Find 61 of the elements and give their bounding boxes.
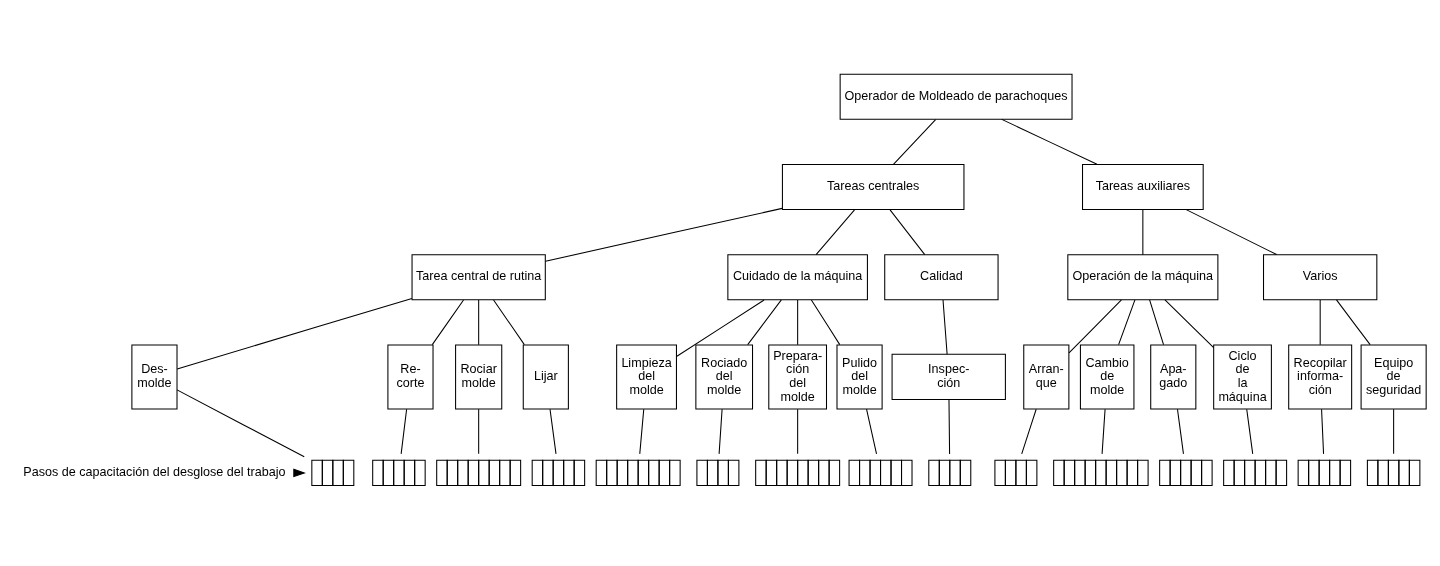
connector	[549, 408, 557, 455]
connector	[1335, 299, 1371, 346]
node-box: Rociado del molde	[695, 344, 754, 410]
connector	[1319, 299, 1321, 346]
node-box: Tareas centrales	[781, 163, 965, 211]
connector	[747, 299, 782, 346]
node-box: Rociar molde	[455, 344, 503, 410]
connector	[676, 299, 765, 357]
node-box: Re- corte	[387, 344, 434, 410]
connector	[1321, 408, 1325, 455]
node-box: Equipo de seguridad	[1360, 344, 1427, 410]
connector	[1001, 118, 1098, 165]
connector	[718, 408, 723, 455]
connector	[892, 119, 937, 165]
connector	[1142, 209, 1144, 256]
connector	[866, 408, 878, 455]
node-box: Lijar	[522, 344, 569, 410]
node-box: Apa- gado	[1150, 344, 1197, 410]
connector	[797, 299, 799, 346]
connector	[948, 399, 951, 455]
connector	[493, 299, 525, 346]
node-box: Cuidado de la máquina	[727, 254, 868, 301]
node-box: Des- molde	[131, 344, 178, 410]
connector	[400, 408, 408, 455]
node-box: Ciclo de la máquina	[1213, 344, 1272, 410]
node-box: Tarea central de rutina	[411, 254, 546, 301]
connector	[478, 299, 480, 346]
node-box: Cambio de molde	[1079, 344, 1135, 410]
connector	[942, 299, 948, 355]
connector	[478, 408, 480, 455]
connector	[810, 299, 841, 346]
connector	[797, 408, 799, 455]
connector	[1021, 408, 1037, 455]
connector	[1118, 299, 1136, 346]
connector	[815, 209, 856, 256]
node-box: Varios	[1263, 254, 1378, 301]
connector	[176, 389, 305, 458]
connector	[1068, 299, 1122, 354]
connector	[545, 207, 783, 262]
connector	[431, 299, 465, 346]
connector	[1176, 408, 1184, 455]
connector	[1246, 408, 1254, 455]
node-box: Calidad	[884, 254, 999, 301]
connector	[1393, 408, 1395, 455]
connector	[1185, 209, 1278, 256]
node-box: Arran- que	[1023, 344, 1070, 410]
node-box: Prepara- ción del molde	[768, 344, 828, 410]
connector	[639, 408, 645, 455]
connector	[1164, 299, 1215, 349]
node-box: Recopilar informa- ción	[1288, 344, 1353, 410]
connector	[1149, 299, 1165, 346]
node-box: Operador de Moldeado de parachoques	[839, 73, 1073, 120]
node-box: Operación de la máquina	[1067, 254, 1219, 301]
node-box: Inspec- ción	[891, 353, 1006, 400]
node-box: Limpieza del molde	[616, 344, 677, 410]
connector	[1101, 408, 1106, 455]
node-text: Pasos de capacitación del desglose del trabajo	[23, 465, 286, 480]
node-box: Pulido del molde	[836, 344, 883, 410]
connector	[889, 209, 926, 256]
node-box: Tareas auxiliares	[1082, 163, 1204, 211]
connector	[176, 297, 413, 370]
